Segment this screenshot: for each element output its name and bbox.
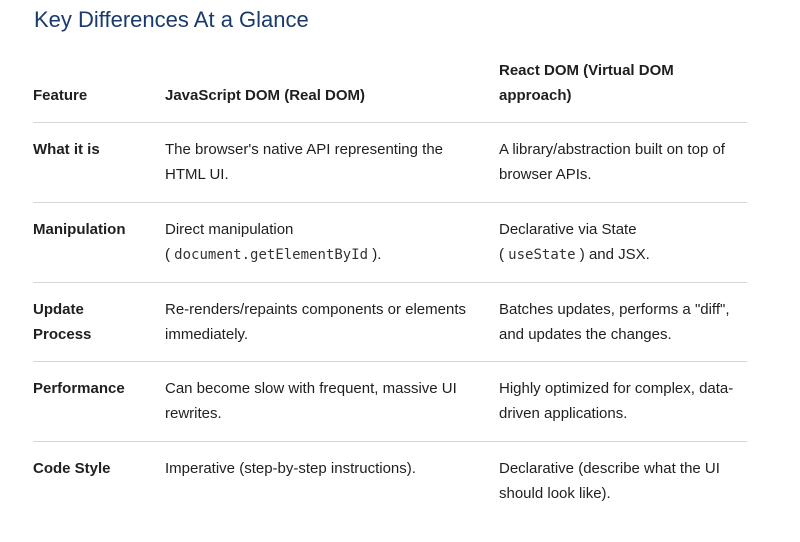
row-react-dom: Declarative via State ( useState ) and J… bbox=[499, 203, 747, 282]
paren-open: ( bbox=[499, 246, 509, 263]
row-js-dom: Can become slow with frequent, massive U… bbox=[165, 380, 457, 422]
paren-open: ( bbox=[165, 246, 175, 263]
page-title: Key Differences At a Glance bbox=[34, 7, 309, 32]
table-row: Performance Can become slow with frequen… bbox=[33, 362, 747, 442]
row-feature: Manipulation bbox=[33, 221, 126, 238]
row-js-dom: Direct manipulation ( document.getElemen… bbox=[165, 203, 499, 282]
header-js-dom-label: JavaScript DOM (Real DOM) bbox=[165, 87, 366, 104]
react-dom-text: Declarative via State bbox=[499, 221, 637, 238]
header-feature-label: Feature bbox=[33, 87, 88, 104]
header-react-dom: React DOM (Virtual DOM approach) bbox=[499, 50, 747, 122]
code-snippet: document.getElementById bbox=[174, 247, 369, 263]
comparison-table: Feature JavaScript DOM (Real DOM) React … bbox=[33, 50, 747, 522]
row-feature: What it is bbox=[33, 141, 100, 158]
table-row: Update Process Re-renders/repaints compo… bbox=[33, 283, 747, 362]
row-react-dom: Declarative (describe what the UI should… bbox=[499, 460, 720, 502]
header-js-dom: JavaScript DOM (Real DOM) bbox=[165, 50, 499, 122]
table-row: Code Style Imperative (step-by-step inst… bbox=[33, 442, 747, 522]
row-js-dom: Re-renders/repaints components or elemen… bbox=[165, 301, 466, 343]
row-feature: Update Process bbox=[33, 283, 165, 361]
paren-close: ). bbox=[368, 246, 382, 263]
row-feature: Code Style bbox=[33, 460, 111, 477]
header-react-dom-label: React DOM (Virtual DOM approach) bbox=[499, 62, 674, 104]
row-js-dom: Imperative (step-by-step instructions). bbox=[165, 460, 416, 477]
paren-close: ) bbox=[575, 246, 589, 263]
header-feature: Feature bbox=[33, 50, 165, 122]
row-react-dom: Highly optimized for complex, data-drive… bbox=[499, 380, 734, 422]
table-header-row: Feature JavaScript DOM (Real DOM) React … bbox=[33, 50, 747, 123]
row-feature: Performance bbox=[33, 380, 125, 397]
table-row: Manipulation Direct manipulation ( docum… bbox=[33, 203, 747, 283]
table-row: What it is The browser's native API repr… bbox=[33, 123, 747, 203]
row-react-dom: Batches updates, performs a "diff", and … bbox=[499, 301, 730, 343]
js-dom-text: Direct manipulation bbox=[165, 221, 294, 238]
react-dom-suffix: and JSX. bbox=[588, 246, 650, 263]
row-js-dom: The browser's native API representing th… bbox=[165, 141, 444, 183]
row-feature-label: Update Process bbox=[33, 301, 92, 343]
row-react-dom: A library/abstraction built on top of br… bbox=[499, 141, 725, 183]
code-snippet: useState bbox=[508, 247, 576, 263]
